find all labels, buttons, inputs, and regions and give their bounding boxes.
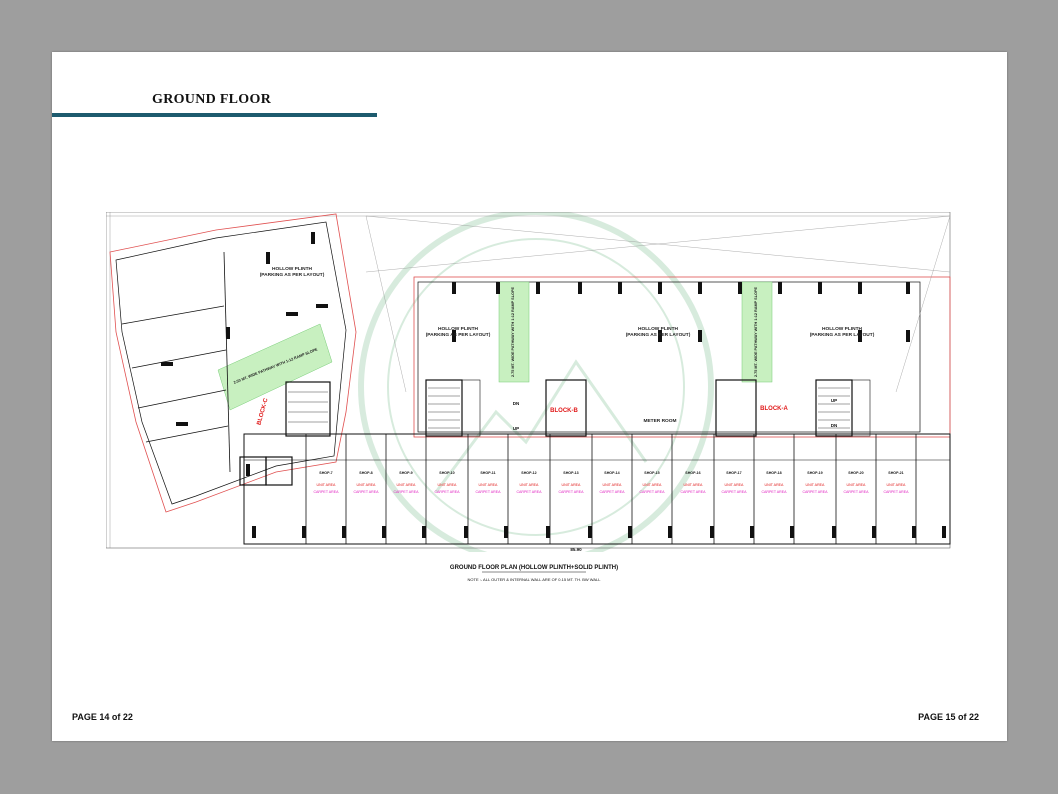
pathway-mid — [498, 281, 530, 383]
shop-carpet-area: CARPET AREA — [475, 490, 501, 494]
shop-unit-area: UNIT AREA — [317, 483, 337, 487]
shop-carpet-area: CARPET AREA — [353, 490, 379, 494]
shop-unit-area: UNIT AREA — [765, 483, 785, 487]
shop-label: SHOP-21 — [888, 471, 903, 475]
shop-unit-area: UNIT AREA — [725, 483, 745, 487]
shop-unit-area: UNIT AREA — [479, 483, 499, 487]
shop-carpet-area: CARPET AREA — [721, 490, 747, 494]
parking-c-label: (PARKING AS PER LAYOUT) — [810, 332, 875, 338]
plan-caption: GROUND FLOOR PLAN (HOLLOW PLINTH+SOLID P… — [450, 565, 618, 571]
shop-label: SHOP-7 — [319, 471, 332, 475]
floor-plan-drawing: HOLLOW PLINTH (PARKING AS PER LAYOUT) HO… — [106, 212, 954, 552]
shop-label: SHOP-20 — [848, 471, 863, 475]
shop-unit-area: UNIT AREA — [603, 483, 623, 487]
shop-label: SHOP-12 — [521, 471, 536, 475]
meter-room-label: METER ROOM — [643, 418, 676, 424]
plan-note: NOTE :- ALL OUTER & INTERNAL WALL ARE OF… — [468, 577, 602, 582]
total-width-dimension: 85.90 — [570, 547, 582, 552]
hollow-plinth-left-label: HOLLOW PLINTH — [272, 266, 313, 272]
shop-unit-area: UNIT AREA — [357, 483, 377, 487]
hollow-plinth-c-label: HOLLOW PLINTH — [822, 326, 863, 332]
dn-b: DN — [513, 401, 520, 406]
shop-unit-area: UNIT AREA — [887, 483, 907, 487]
shop-carpet-area: CARPET AREA — [516, 490, 542, 494]
shop-carpet-area: CARPET AREA — [843, 490, 869, 494]
shop-label: SHOP-16 — [685, 471, 700, 475]
shop-unit-area: UNIT AREA — [806, 483, 826, 487]
shop-label: SHOP-9 — [399, 471, 412, 475]
shop-label: SHOP-14 — [604, 471, 619, 475]
shop-unit-area: UNIT AREA — [520, 483, 540, 487]
pathway-mid-label: 2.75 MT. WIDE PATHWAY WITH 1:12 RAMP SLO… — [511, 286, 515, 377]
pathway-left — [217, 323, 333, 411]
shop-label: SHOP-13 — [563, 471, 578, 475]
shop-label: SHOP-8 — [359, 471, 372, 475]
shop-label: SHOP-15 — [644, 471, 659, 475]
shop-carpet-area: CARPET AREA — [434, 490, 460, 494]
shop-carpet-area: CARPET AREA — [313, 490, 339, 494]
shop-carpet-area: CARPET AREA — [761, 490, 787, 494]
page-number-left: PAGE 14 of 22 — [72, 712, 133, 722]
block-c-label: BLOCK-C — [257, 397, 270, 426]
block-b-label: BLOCK-B — [550, 408, 578, 414]
shop-unit-area: UNIT AREA — [643, 483, 663, 487]
shop-unit-area: UNIT AREA — [847, 483, 867, 487]
up-a: UP — [831, 398, 837, 403]
shop-label: SHOP-11 — [480, 471, 495, 475]
dn-a: DN — [831, 423, 838, 428]
shop-carpet-area: CARPET AREA — [680, 490, 706, 494]
page-number-right: PAGE 15 of 22 — [918, 712, 979, 722]
shop-carpet-area: CARPET AREA — [558, 490, 584, 494]
shop-label: SHOP-10 — [439, 471, 454, 475]
pathway-right-label: 2.75 MT. WIDE PATHWAY WITH 1:12 RAMP SLO… — [754, 286, 758, 377]
shop-label: SHOP-19 — [807, 471, 822, 475]
shop-carpet-area: CARPET AREA — [883, 490, 909, 494]
parking-b-label: (PARKING AS PER LAYOUT) — [626, 332, 691, 338]
block-a-label: BLOCK-A — [760, 406, 788, 412]
rera-watermark-seal — [358, 212, 714, 552]
pathway-right — [741, 281, 773, 383]
title-underline — [52, 113, 377, 117]
shop-unit-area: UNIT AREA — [684, 483, 704, 487]
plan-caption-block: GROUND FLOOR PLAN (HOLLOW PLINTH+SOLID P… — [450, 565, 618, 582]
hollow-plinth-a-label: HOLLOW PLINTH — [438, 326, 479, 332]
shop-carpet-area: CARPET AREA — [802, 490, 828, 494]
hollow-plinth-b-label: HOLLOW PLINTH — [638, 326, 679, 332]
shop-unit-area: UNIT AREA — [562, 483, 582, 487]
up-b: UP — [513, 426, 519, 431]
parking-a-label: (PARKING AS PER LAYOUT) — [426, 332, 491, 338]
shop-carpet-area: CARPET AREA — [599, 490, 625, 494]
shop-label: SHOP-18 — [766, 471, 781, 475]
shop-unit-area: UNIT AREA — [438, 483, 458, 487]
shop-unit-area: UNIT AREA — [397, 483, 417, 487]
page-title: GROUND FLOOR — [152, 92, 272, 107]
shop-label: SHOP-17 — [726, 471, 741, 475]
document-page: GROUND FLOOR — [52, 52, 1007, 741]
shop-carpet-area: CARPET AREA — [639, 490, 665, 494]
shop-carpet-area: CARPET AREA — [393, 490, 419, 494]
parking-left-label: (PARKING AS PER LAYOUT) — [260, 272, 325, 278]
